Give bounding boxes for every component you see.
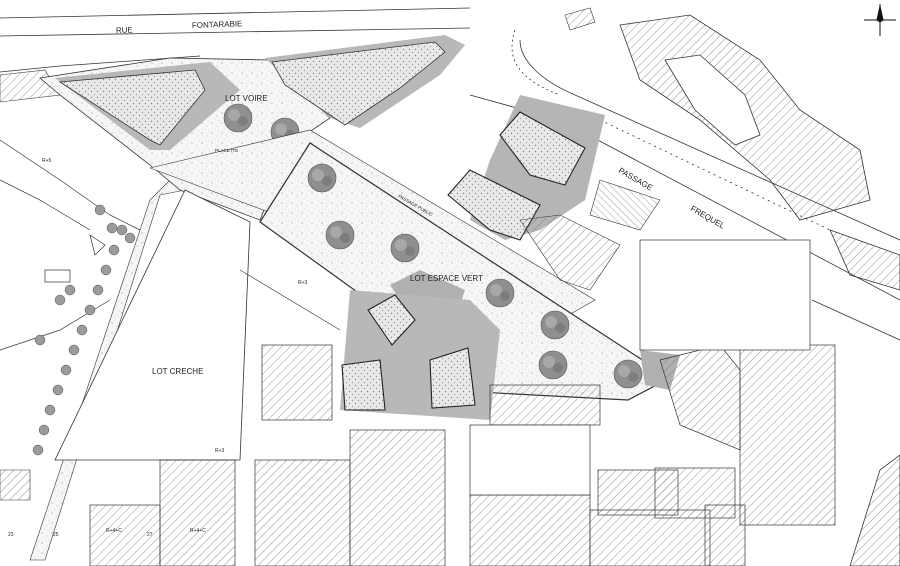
building-se-corner — [849, 454, 900, 566]
building-ne-small — [564, 7, 596, 31]
bottom-buildings — [89, 239, 836, 566]
curb-dotted-2 — [599, 119, 831, 231]
label-r3-b: R+3 — [215, 448, 225, 454]
label-n25: 25 — [53, 532, 59, 538]
lot-creche — [54, 189, 251, 461]
label-lot-espace-vert: LOT ESPACE VERT — [410, 274, 483, 283]
building-center-right — [589, 179, 661, 231]
hatch-strip-center — [519, 214, 621, 291]
label-r3: R+3 — [298, 280, 308, 286]
compass-north-icon — [864, 4, 896, 36]
building-ne-corner — [829, 229, 900, 291]
label-fontarabie: FONTARABIE — [192, 19, 243, 30]
label-r4c: R+4+C — [106, 528, 122, 534]
creche-planter-3 — [429, 347, 476, 409]
label-lot-creche: LOT CRECHE — [152, 367, 203, 376]
label-rue: RUE — [116, 25, 133, 35]
creche-boundary — [239, 269, 341, 331]
label-n23: 23 — [8, 532, 14, 538]
label-n27: 27 — [147, 532, 153, 538]
label-lot-voire: LOT VOIRE — [225, 94, 268, 103]
rue-fontarabie-street — [0, 7, 471, 73]
courtyard-ne — [664, 54, 761, 146]
label-placette: PLACETTE — [215, 148, 238, 153]
label-r5: R+5 — [42, 158, 52, 164]
creche-planter-1 — [367, 294, 416, 346]
planter-voire-left — [58, 69, 206, 146]
left-hatch-bottom — [0, 469, 31, 501]
label-r4c-2: R+4+C — [190, 528, 206, 534]
building-center-a — [499, 111, 586, 186]
planter-voire-right — [271, 41, 446, 126]
creche-planter-2 — [341, 359, 386, 411]
